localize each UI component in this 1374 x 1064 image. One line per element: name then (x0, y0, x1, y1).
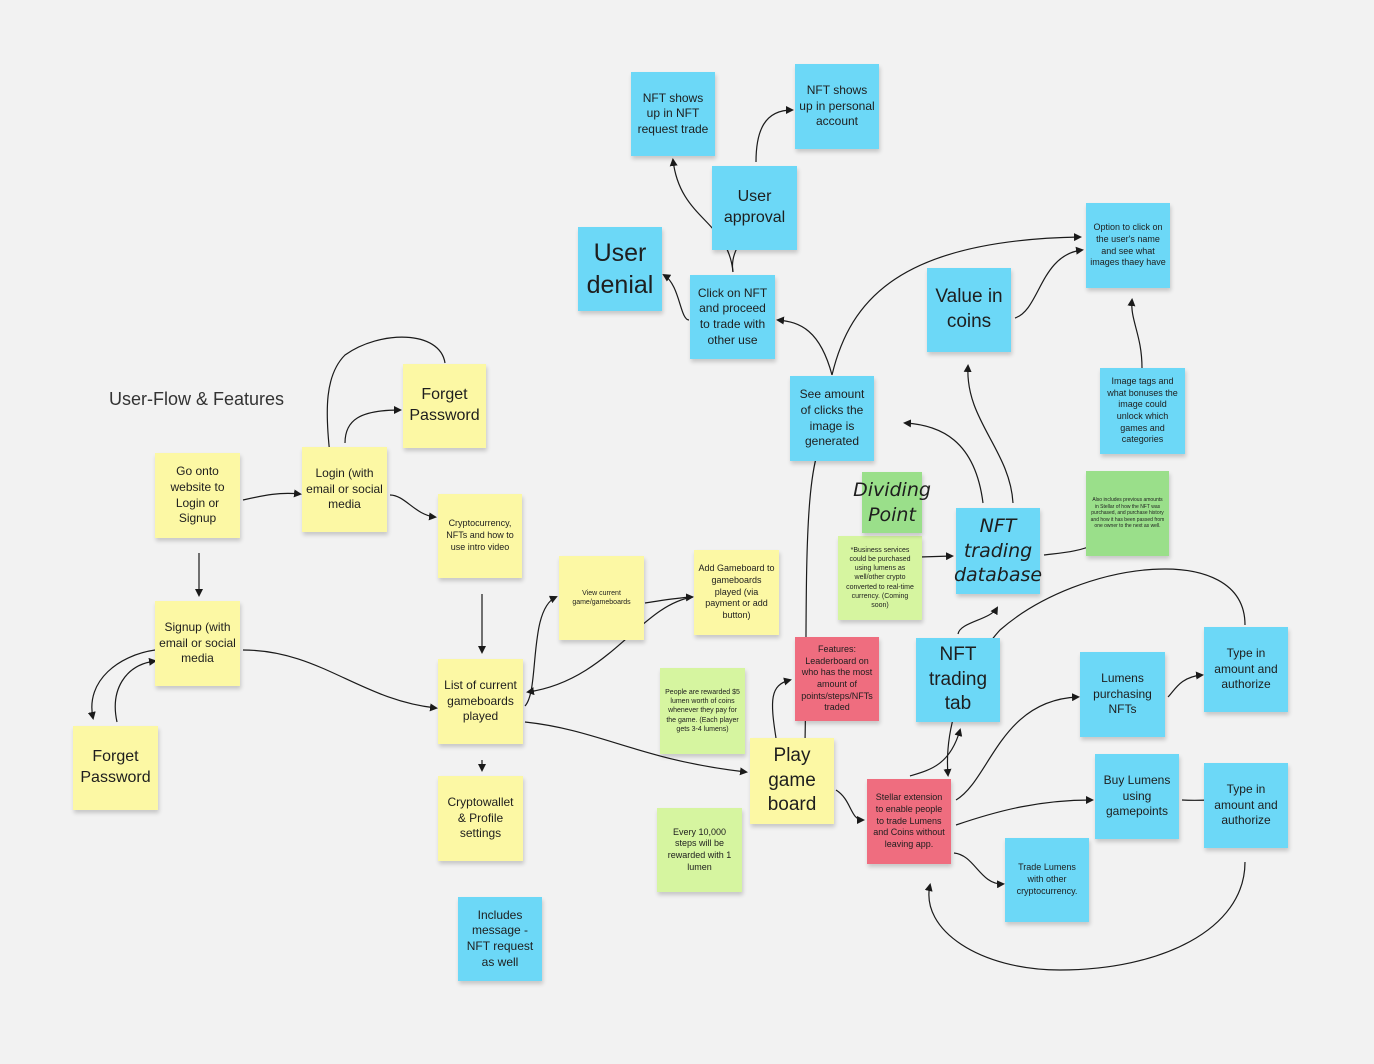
note-add-gameboard: Add Gameboard to gameboards played (via … (694, 550, 779, 635)
connector (114, 657, 157, 723)
note-forget-password-top: Forget Password (403, 364, 486, 448)
connector (1014, 246, 1084, 319)
connector (955, 796, 1094, 826)
note-forget-password-bottom: Forget Password (73, 726, 158, 810)
connector (325, 336, 446, 457)
connector (943, 568, 1246, 777)
note-option-to-click: Option to click on the user's name and s… (1086, 203, 1170, 288)
connector (755, 106, 794, 163)
connector (524, 721, 748, 776)
connector (524, 595, 558, 707)
connector (909, 728, 963, 777)
note-nft-shows-personal: NFT shows up in personal account (795, 64, 879, 149)
connector (389, 494, 437, 521)
note-features-leaderboard: Features: Leaderboard on who has the mos… (795, 637, 879, 721)
note-type-in-amount-bottom: Type in amount and authorize (1204, 763, 1288, 848)
note-view-gameboards: View current game/gameboards (559, 556, 644, 640)
connector (835, 789, 865, 824)
connector (776, 316, 833, 376)
connector (344, 406, 402, 444)
note-play-game-board: Play game board (750, 738, 834, 824)
note-also-includes: Also includes previous amounts in Stella… (1086, 471, 1169, 556)
board-title: User-Flow & Features (109, 389, 285, 409)
note-list-gameboards: List of current gameboards played (438, 659, 523, 744)
note-nft-shows-request: NFT shows up in NFT request trade (631, 72, 715, 156)
note-user-denial: User denial (578, 227, 662, 311)
note-cryptowallet: Cryptowallet & Profile settings (438, 776, 523, 861)
connector (919, 552, 954, 561)
connector (1167, 671, 1204, 698)
note-image-tags: Image tags and what bonuses the image co… (1100, 368, 1185, 454)
note-trade-lumens: Trade Lumens with other cryptocurrency. (1005, 838, 1089, 922)
connector (771, 677, 792, 739)
note-login: Login (with email or social media (302, 447, 387, 532)
connector (644, 593, 694, 604)
note-value-in-coins: Value in coins (927, 268, 1011, 352)
note-every-10000: Every 10,000 steps will be rewarded with… (657, 808, 742, 892)
connector (963, 364, 1014, 504)
connector (955, 693, 1080, 801)
connector (662, 273, 690, 321)
note-people-rewarded: People are rewarded $5 lumen worth of co… (660, 668, 745, 754)
connector (87, 649, 156, 720)
note-lumens-purchasing: Lumens purchasing NFTs (1080, 652, 1165, 737)
connector (903, 419, 984, 504)
note-crypto-intro: Cryptocurrency, NFTs and how to use intr… (438, 494, 522, 578)
note-business-services: *Business services could be purchased us… (838, 536, 922, 620)
note-includes-message: Includes message - NFT request as well (458, 897, 542, 981)
connector (1127, 298, 1143, 369)
connector (924, 861, 1246, 971)
note-buy-lumens: Buy Lumens using gamepoints (1095, 754, 1179, 839)
connector (242, 649, 438, 712)
note-click-on-nft: Click on NFT and proceed to trade with o… (690, 275, 775, 359)
note-type-in-amount-top: Type in amount and authorize (1204, 627, 1288, 712)
note-nft-trading-database: NFT trading database (954, 508, 1042, 594)
connector (957, 606, 999, 635)
note-user-approval: User approval (712, 166, 797, 250)
note-signup: Signup (with email or social media (155, 601, 240, 686)
note-stellar-extension: Stellar extension to enable people to tr… (867, 779, 951, 864)
note-nft-trading-tab: NFT trading tab (916, 638, 1000, 722)
connector (242, 489, 302, 501)
connector (953, 852, 1005, 889)
connector (831, 233, 1082, 376)
connector (669, 158, 734, 273)
note-see-amount-clicks: See amount of clicks the image is genera… (790, 376, 874, 461)
note-go-onto-website: Go onto website to Login or Signup (155, 453, 240, 538)
connector (526, 596, 694, 696)
note-dividing-point: Dividing Point (853, 472, 931, 533)
